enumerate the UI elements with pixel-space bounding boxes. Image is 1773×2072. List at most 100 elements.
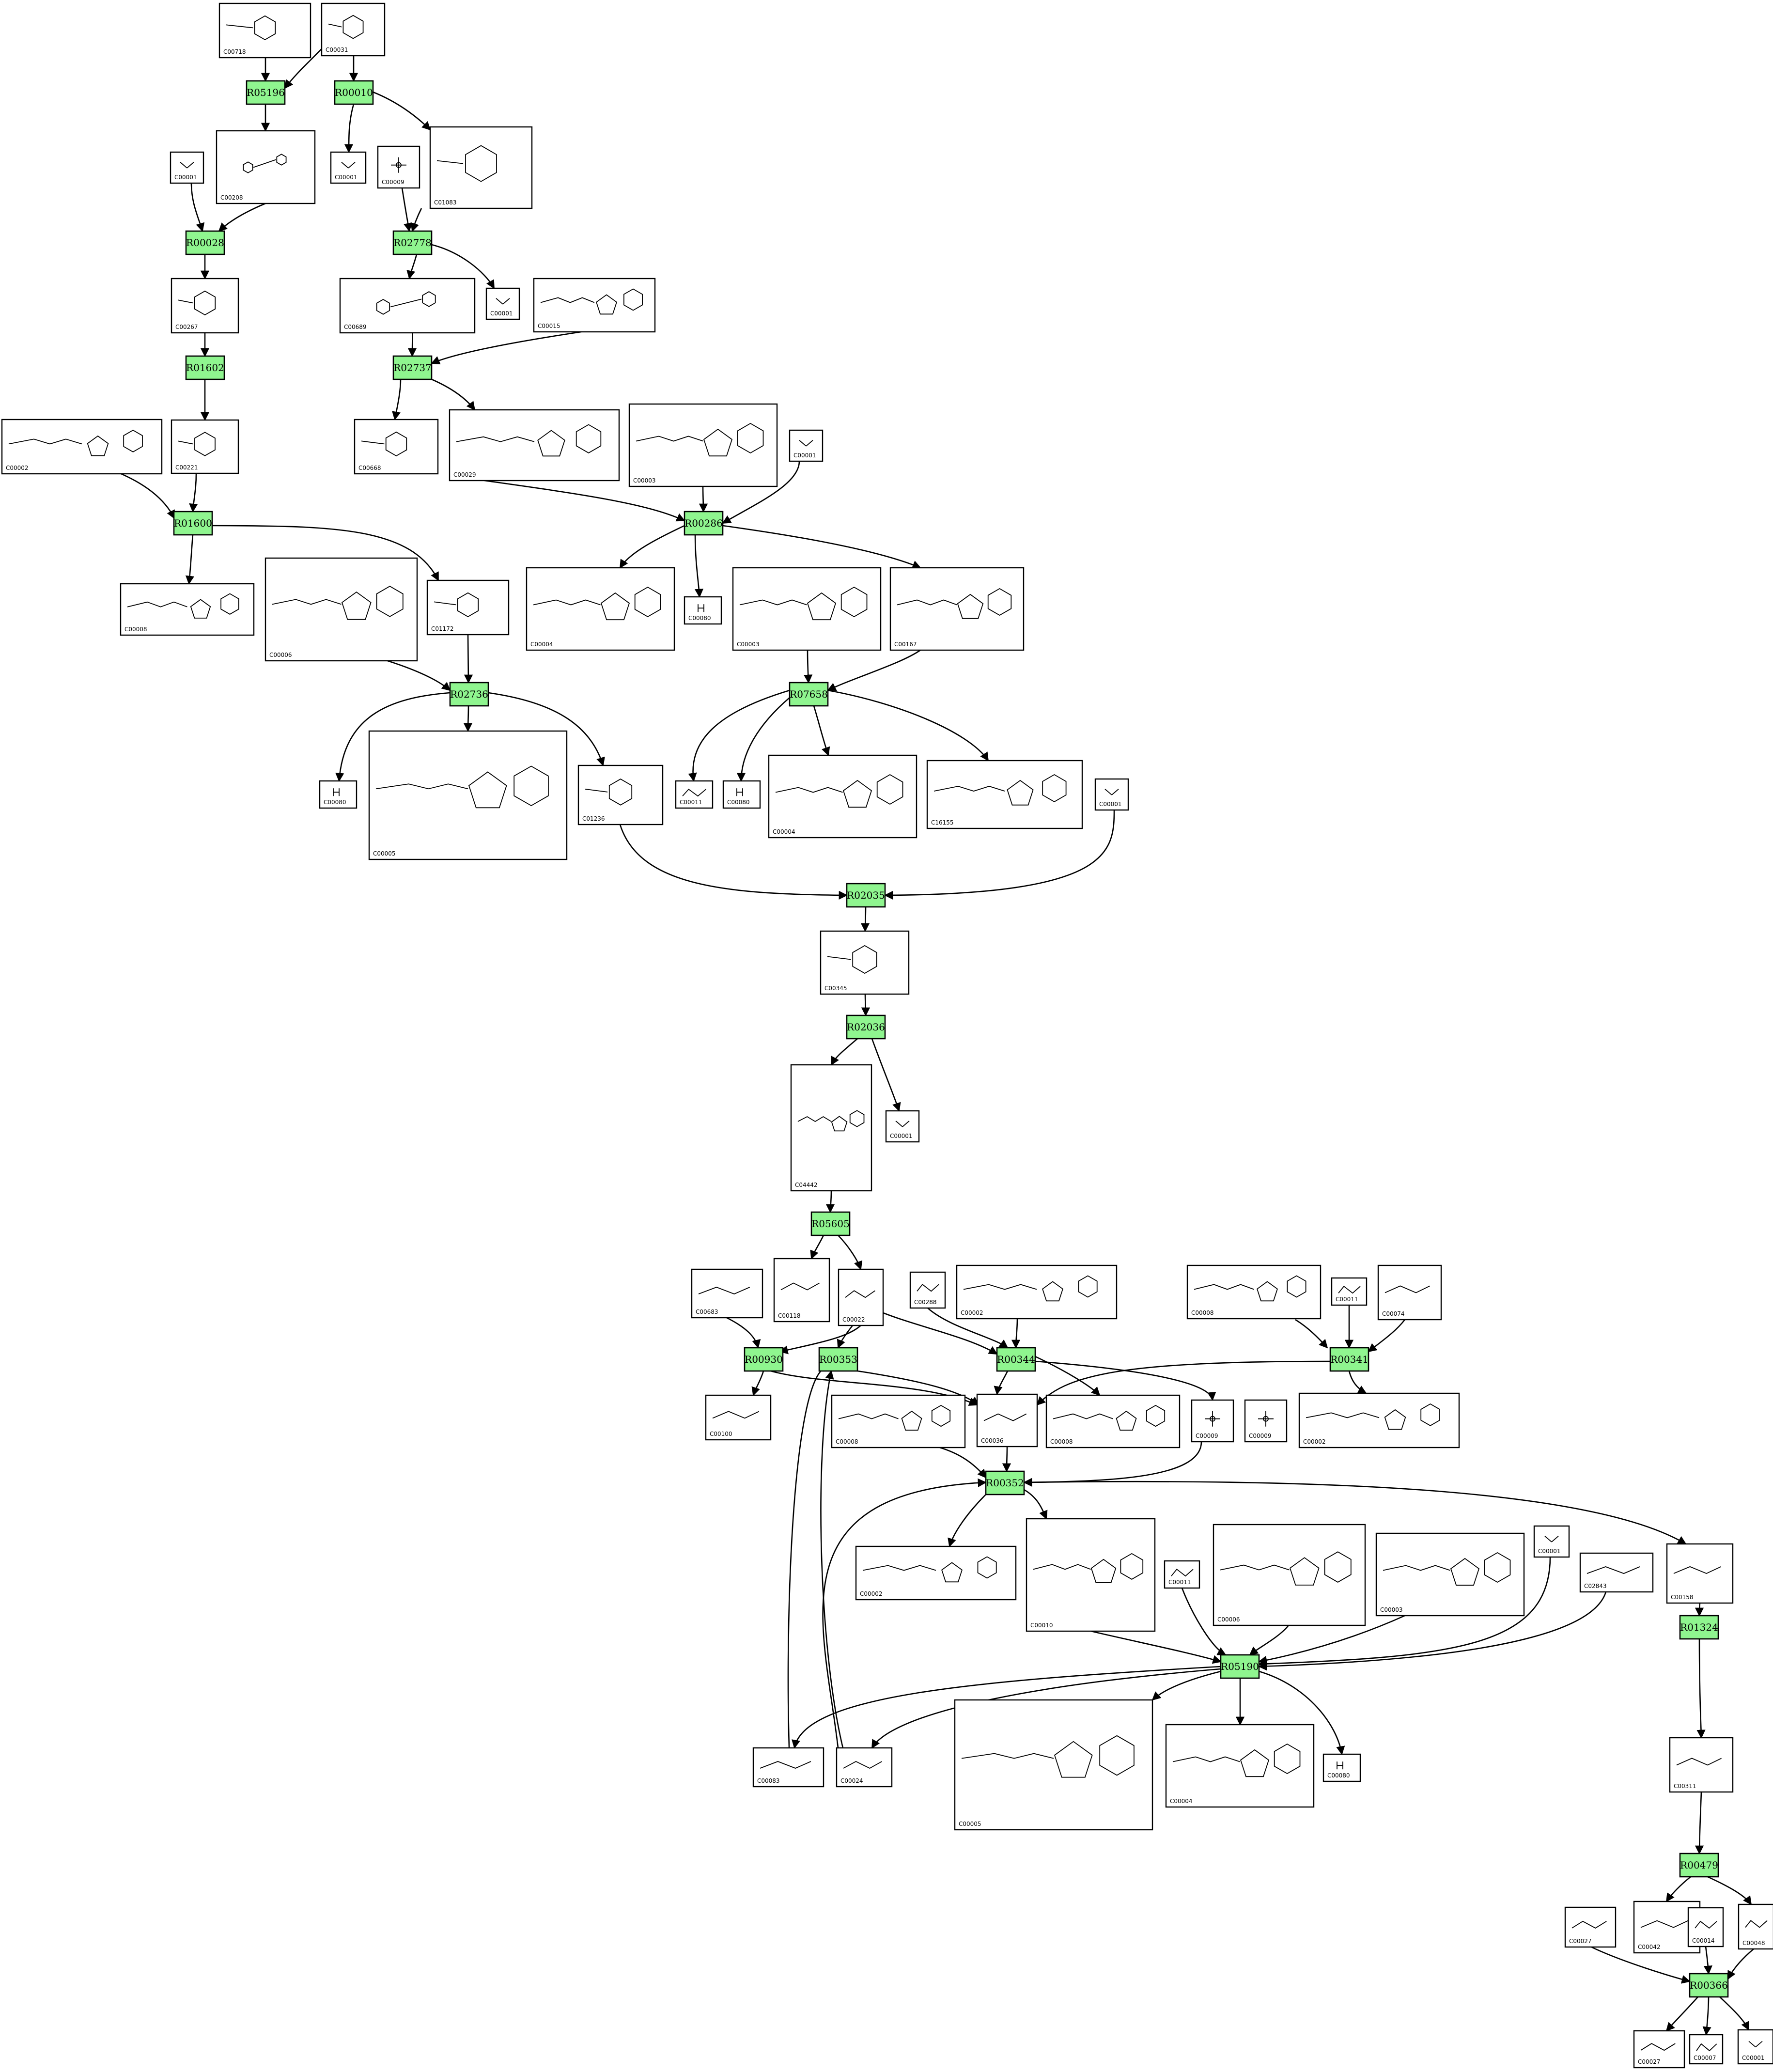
compound-node[interactable]: C00029 bbox=[449, 409, 620, 482]
compound-node[interactable]: C00027 bbox=[1564, 1906, 1617, 1948]
compound-node[interactable]: C00311 bbox=[1669, 1737, 1734, 1793]
compound-node[interactable]: C00167 bbox=[889, 567, 1025, 651]
compound-node[interactable]: C00008 bbox=[1186, 1264, 1322, 1320]
reaction-node[interactable]: R00341 bbox=[1329, 1347, 1369, 1372]
compound-node[interactable]: C00208 bbox=[216, 130, 316, 204]
reaction-node[interactable]: R07658 bbox=[789, 682, 829, 707]
compound-node[interactable]: C00080 bbox=[722, 780, 761, 809]
compound-node[interactable]: C00002 bbox=[1298, 1392, 1460, 1449]
compound-node[interactable]: C00036 bbox=[976, 1393, 1038, 1448]
compound-node[interactable]: C00003 bbox=[628, 403, 778, 487]
compound-node[interactable]: C00100 bbox=[705, 1394, 772, 1441]
reaction-node[interactable]: R00479 bbox=[1679, 1853, 1719, 1878]
compound-node[interactable]: C00221 bbox=[171, 419, 239, 474]
compound-node[interactable]: C00031 bbox=[321, 2, 386, 57]
compound-node[interactable]: C00005 bbox=[954, 1699, 1153, 1831]
compound-node[interactable]: C00008 bbox=[831, 1394, 966, 1449]
compound-node[interactable]: C00007 bbox=[1689, 2034, 1724, 2065]
compound-node[interactable]: C00014 bbox=[1687, 1907, 1724, 1947]
compound-node[interactable]: C00002 bbox=[1, 419, 163, 475]
compound-node[interactable]: C00001 bbox=[485, 287, 520, 320]
compound-node[interactable]: C00001 bbox=[1533, 1525, 1570, 1558]
compound-node[interactable]: C00011 bbox=[1331, 1277, 1368, 1306]
compound-node[interactable]: C00074 bbox=[1377, 1264, 1442, 1321]
reaction-node[interactable]: R02736 bbox=[449, 682, 489, 707]
compound-node[interactable]: C00267 bbox=[171, 278, 239, 334]
compound-node[interactable]: C00006 bbox=[1213, 1524, 1366, 1626]
reaction-node[interactable]: R00286 bbox=[684, 511, 724, 536]
compound-node[interactable]: C00015 bbox=[533, 278, 656, 333]
compound-node[interactable]: C00689 bbox=[339, 278, 476, 334]
reaction-node[interactable]: R05190 bbox=[1220, 1654, 1260, 1679]
compound-node[interactable]: C00004 bbox=[1165, 1724, 1315, 1808]
compound-node[interactable]: C00001 bbox=[885, 1110, 920, 1143]
compound-node[interactable]: C00683 bbox=[691, 1268, 763, 1319]
compound-node[interactable]: C00006 bbox=[264, 557, 418, 662]
compound-node[interactable]: C00009 bbox=[377, 145, 420, 189]
compound-node[interactable]: C00011 bbox=[675, 780, 714, 809]
compound-node[interactable]: C00080 bbox=[684, 596, 722, 625]
compound-node[interactable]: C00002 bbox=[956, 1264, 1118, 1320]
compound-box bbox=[1026, 1518, 1156, 1632]
reaction-edge bbox=[373, 91, 431, 131]
reaction-node[interactable]: R01324 bbox=[1679, 1615, 1719, 1640]
compound-node[interactable]: C00345 bbox=[820, 930, 910, 995]
reaction-node[interactable]: R00352 bbox=[985, 1470, 1025, 1496]
compound-node[interactable]: C00718 bbox=[218, 2, 311, 59]
compound-node[interactable]: C01236 bbox=[577, 764, 664, 826]
reaction-edge bbox=[431, 378, 476, 411]
compound-node[interactable]: C16155 bbox=[926, 760, 1083, 829]
compound-node[interactable]: C00158 bbox=[1666, 1543, 1734, 1604]
reaction-node[interactable]: R02778 bbox=[392, 230, 433, 255]
compound-node[interactable]: C00080 bbox=[1322, 1753, 1361, 1782]
compound-node[interactable]: C00010 bbox=[1026, 1518, 1156, 1632]
compound-node[interactable]: C00083 bbox=[752, 1747, 824, 1788]
reaction-node[interactable]: R05605 bbox=[810, 1211, 851, 1236]
compound-node[interactable]: C00288 bbox=[909, 1271, 946, 1309]
reaction-node[interactable]: R01600 bbox=[173, 511, 213, 536]
compound-node[interactable]: C00024 bbox=[836, 1747, 893, 1788]
compound-box bbox=[1687, 1907, 1724, 1947]
compound-node[interactable]: C00008 bbox=[1045, 1394, 1181, 1449]
structure-drawing bbox=[1676, 1758, 1722, 1766]
compound-node[interactable]: C00048 bbox=[1738, 1903, 1773, 1950]
compound-node[interactable]: C00003 bbox=[1375, 1532, 1525, 1617]
compound-node[interactable]: C00004 bbox=[526, 567, 675, 651]
compound-node[interactable]: C00080 bbox=[319, 780, 358, 809]
structure-drawing bbox=[333, 788, 340, 796]
compound-node[interactable]: C04442 bbox=[790, 1064, 872, 1192]
compound-node[interactable]: C00005 bbox=[368, 730, 568, 860]
compound-node[interactable]: C00004 bbox=[768, 754, 918, 839]
reaction-node[interactable]: R02036 bbox=[846, 1014, 886, 1040]
compound-node[interactable]: C00008 bbox=[120, 583, 255, 636]
compound-node[interactable]: C00001 bbox=[1094, 778, 1129, 811]
reaction-node[interactable]: R00344 bbox=[996, 1347, 1036, 1372]
reaction-box bbox=[1689, 1973, 1729, 1998]
compound-node[interactable]: C01083 bbox=[429, 126, 533, 209]
compound-node[interactable]: C00009 bbox=[1191, 1399, 1234, 1443]
reaction-node[interactable]: R00010 bbox=[334, 80, 374, 105]
compound-node[interactable]: C00118 bbox=[773, 1258, 830, 1323]
reaction-node[interactable]: R00930 bbox=[744, 1347, 784, 1372]
compound-node[interactable]: C00003 bbox=[732, 567, 882, 651]
compound-node[interactable]: C00001 bbox=[789, 429, 824, 462]
reaction-node[interactable]: R05196 bbox=[246, 80, 286, 105]
reaction-node[interactable]: R02035 bbox=[846, 883, 886, 908]
compound-node[interactable]: C00001 bbox=[170, 151, 204, 184]
reaction-node[interactable]: R00028 bbox=[185, 230, 225, 255]
compound-id-label: C00031 bbox=[326, 47, 348, 53]
compound-node[interactable]: C01172 bbox=[426, 579, 510, 636]
reaction-node[interactable]: R02737 bbox=[392, 355, 433, 380]
compound-node[interactable]: C00011 bbox=[1164, 1560, 1200, 1589]
compound-node[interactable]: C00022 bbox=[838, 1268, 884, 1326]
compound-node[interactable]: C00001 bbox=[1737, 2029, 1773, 2065]
reaction-node[interactable]: R00366 bbox=[1689, 1973, 1729, 1998]
compound-node[interactable]: C00009 bbox=[1244, 1399, 1288, 1443]
compound-node[interactable]: C00668 bbox=[354, 419, 439, 475]
compound-node[interactable]: C02843 bbox=[1579, 1552, 1654, 1593]
compound-node[interactable]: C00027 bbox=[1633, 2030, 1685, 2069]
reaction-node[interactable]: R00353 bbox=[818, 1347, 858, 1372]
reaction-node[interactable]: R01602 bbox=[185, 355, 225, 380]
compound-node[interactable]: C00002 bbox=[855, 1545, 1017, 1601]
compound-node[interactable]: C00001 bbox=[330, 151, 367, 184]
